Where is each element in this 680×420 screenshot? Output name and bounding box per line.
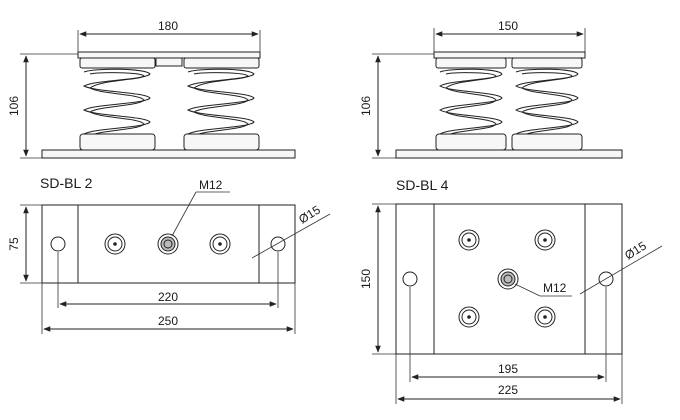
right-top-width-label: 150: [498, 19, 518, 33]
left-bolt-1: [104, 233, 126, 255]
left-center-nut: [155, 57, 183, 67]
right-model-title: SD-BL 4: [396, 177, 449, 193]
right-spring-2: [511, 68, 583, 151]
right-bolt-3: [458, 306, 480, 328]
right-bolt-2: [534, 229, 556, 251]
right-bolt-4: [534, 306, 556, 328]
left-model-title: SD-BL 2: [40, 175, 93, 191]
left-elevation-view: 180 106: [7, 19, 296, 159]
left-spring-cap-1: [79, 57, 156, 69]
right-base-plate: [395, 149, 623, 159]
right-spring-1: [435, 68, 507, 151]
right-elevation-view: 150 106: [359, 19, 623, 159]
left-mount-hole-1: [50, 236, 66, 252]
left-top-plate: [77, 51, 261, 59]
left-spring-2: [183, 68, 260, 151]
left-base-plate: [41, 149, 296, 159]
right-plan-height-label: 150: [359, 269, 373, 289]
left-overall-length-label: 250: [158, 314, 178, 328]
right-top-plate: [433, 51, 586, 59]
left-top-width-label: 180: [158, 19, 178, 33]
right-height-label: 106: [359, 96, 373, 116]
right-spring-cap-1: [435, 57, 507, 69]
left-spring-cap-2: [183, 57, 260, 69]
left-hole-dia-label: Ø15: [296, 202, 323, 226]
right-mount-hole-2: [598, 271, 614, 287]
left-spring-1: [79, 68, 156, 151]
left-bolt-2: [209, 233, 231, 255]
right-mount-hole-1: [402, 271, 418, 287]
right-plan-view: SD-BL 4 150 M12 Ø15: [359, 177, 663, 404]
left-plan-height-label: 75: [7, 237, 21, 251]
right-spring-cap-2: [511, 57, 583, 69]
right-hole-dia-label: Ø15: [622, 238, 649, 262]
right-center-thread: [497, 268, 519, 290]
left-plan-view: SD-BL 2 75 M12 Ø15 220: [7, 175, 331, 334]
left-mount-hole-2: [270, 236, 286, 252]
right-plan-outline: [395, 203, 623, 355]
left-height-label: 106: [7, 96, 21, 116]
right-overall-length-label: 225: [498, 383, 518, 397]
right-thread-label: M12: [543, 281, 567, 295]
left-thread-label: M12: [199, 178, 223, 192]
left-hole-spacing-label: 220: [158, 290, 178, 304]
left-center-thread: [157, 233, 179, 255]
right-hole-spacing-label: 195: [498, 362, 518, 376]
left-plan-outline: [41, 204, 296, 284]
right-bolt-1: [458, 229, 480, 251]
